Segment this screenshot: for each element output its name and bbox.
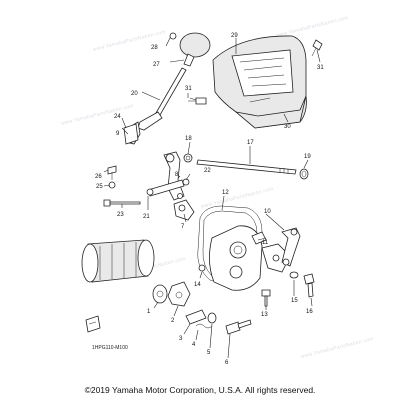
callout-15: 15 bbox=[291, 298, 298, 304]
callout-17: 17 bbox=[247, 140, 254, 146]
callout-31-left: 31 bbox=[185, 86, 192, 92]
callout-11: 11 bbox=[262, 240, 269, 246]
callout-19: 19 bbox=[304, 154, 311, 160]
lever-bracket bbox=[123, 123, 139, 145]
callout-24: 24 bbox=[114, 114, 121, 120]
callout-10: 10 bbox=[264, 209, 271, 215]
case-cover bbox=[209, 225, 267, 291]
callout-8: 8 bbox=[175, 172, 179, 178]
callout-7: 7 bbox=[181, 224, 185, 230]
cover-bolt-left bbox=[188, 97, 207, 105]
stopper-lever bbox=[185, 309, 207, 325]
knob-bolt bbox=[169, 32, 177, 40]
bolt-16 bbox=[303, 273, 315, 298]
callout-25: 25 bbox=[96, 184, 103, 190]
callout-23: 23 bbox=[117, 212, 124, 218]
bolt-18 bbox=[183, 153, 193, 163]
bolt-13 bbox=[261, 289, 271, 307]
callout-9: 9 bbox=[116, 131, 120, 137]
shift-drum bbox=[81, 239, 155, 283]
segment-plate bbox=[152, 284, 168, 304]
spring bbox=[195, 323, 213, 329]
callout-29: 29 bbox=[231, 33, 238, 39]
shift-knob bbox=[179, 32, 211, 67]
small-bolt-26 bbox=[107, 165, 117, 180]
copyright-notice: ©2019 Yamaha Motor Corporation, U.S.A. A… bbox=[84, 385, 316, 395]
callout-27: 27 bbox=[153, 62, 160, 68]
callout-30: 30 bbox=[284, 124, 291, 130]
washer-15 bbox=[289, 271, 299, 279]
collar bbox=[207, 312, 217, 324]
leader-lines bbox=[103, 37, 321, 359]
callout-22: 22 bbox=[204, 168, 211, 174]
callout-21: 21 bbox=[143, 214, 150, 220]
bolt-14 bbox=[198, 264, 206, 272]
diagram-code: 1HPG110-M100 bbox=[92, 345, 128, 351]
shift-shaft bbox=[196, 159, 297, 175]
oil-seal bbox=[299, 168, 309, 180]
callout-14: 14 bbox=[194, 282, 201, 288]
callout-16: 16 bbox=[306, 309, 313, 315]
stopper-22 bbox=[177, 178, 190, 199]
callout-28: 28 bbox=[151, 45, 158, 51]
callout-26: 26 bbox=[95, 174, 102, 180]
callout-2: 2 bbox=[171, 318, 175, 324]
callout-12: 12 bbox=[222, 190, 229, 196]
shift-arm bbox=[146, 151, 185, 201]
callout-18: 18 bbox=[185, 136, 192, 142]
stopper-star bbox=[167, 281, 191, 307]
callout-4: 4 bbox=[192, 342, 196, 348]
reference-tag-icon bbox=[85, 315, 101, 333]
segment-7 bbox=[173, 199, 195, 221]
callout-1: 1 bbox=[147, 309, 151, 315]
long-bolt-23 bbox=[103, 199, 141, 207]
callout-20: 20 bbox=[131, 91, 138, 97]
shift-cover bbox=[212, 35, 307, 129]
callout-31-right: 31 bbox=[317, 65, 324, 71]
callout-6: 6 bbox=[225, 360, 229, 366]
callout-labels: 28 27 29 31 31 30 20 24 9 18 17 19 8 22 … bbox=[95, 33, 324, 366]
callout-13: 13 bbox=[261, 312, 268, 318]
cover-bolt-right bbox=[311, 39, 323, 57]
callout-5: 5 bbox=[207, 350, 211, 356]
callout-3: 3 bbox=[179, 336, 183, 342]
bolt-6 bbox=[225, 319, 252, 335]
right-bracket bbox=[261, 227, 301, 273]
